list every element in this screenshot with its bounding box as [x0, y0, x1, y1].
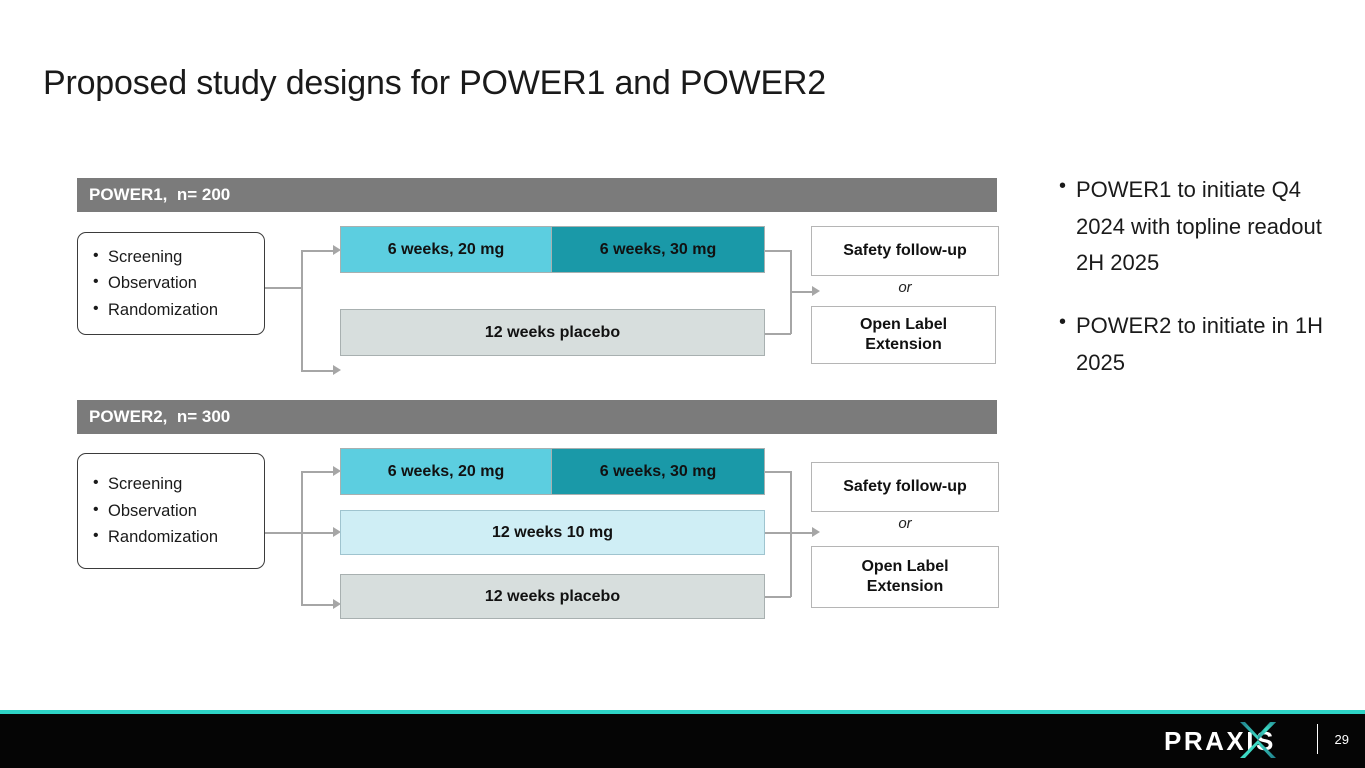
treatment-bar-split-power1: 6 weeks, 20 mg 6 weeks, 30 mg [340, 226, 765, 273]
note-item: POWER1 to initiate Q4 2024 with topline … [1052, 170, 1352, 282]
study-banner-label: POWER2, n= 300 [89, 407, 231, 426]
treatment-segment-30mg: 6 weeks, 30 mg [552, 448, 765, 495]
connector-arrow-bottom [333, 599, 341, 609]
footer-accent-line [0, 710, 1365, 714]
footer-divider [1316, 724, 1318, 754]
screening-box-power1: Screening Observation Randomization [77, 232, 265, 335]
study-banner-label: POWER1, n= 200 [89, 185, 231, 204]
connector-branch-top [301, 250, 335, 252]
connector-merge-stem [790, 291, 814, 293]
connector-merge-bottom [765, 333, 791, 335]
treatment-segment-20mg: 6 weeks, 20 mg [340, 448, 552, 495]
outcome-open-label-extension-power2: Open Label Extension [811, 546, 999, 608]
list-item: Observation [93, 497, 218, 525]
connector-stem [265, 532, 301, 534]
outcome-safety-followup-power1: Safety follow-up [811, 226, 999, 276]
outcome-line-2: Extension [866, 578, 944, 595]
brand-x-icon [1240, 722, 1276, 758]
screening-box-power2: Screening Observation Randomization [77, 453, 265, 569]
treatment-segment-30mg: 6 weeks, 30 mg [552, 226, 765, 273]
page-number: 29 [1334, 732, 1349, 747]
outcome-open-label-extension-power1: Open Label Extension [811, 306, 996, 364]
footer-bar [0, 714, 1365, 768]
connector-merge-top [765, 250, 791, 252]
connector-arrow-middle [333, 527, 341, 537]
connector-arrow-outcome [812, 286, 820, 296]
list-item: Screening [93, 470, 218, 498]
note-item: POWER2 to initiate in 1H 2025 [1052, 306, 1352, 381]
outcome-line-2: Extension [865, 336, 942, 353]
connector-split [301, 471, 303, 604]
list-item: Randomization [93, 296, 218, 324]
connector-merge-vertical [790, 471, 792, 597]
outcome-or-label: or [898, 515, 912, 532]
praxis-logo: PRAXIS [1164, 722, 1299, 758]
outcome-line-1: Open Label [861, 557, 949, 575]
treatment-bar-placebo-power2: 12 weeks placebo [340, 574, 765, 619]
outcome-safety-followup-power2: Safety follow-up [811, 462, 999, 512]
connector-merge-middle [765, 532, 791, 534]
treatment-segment-20mg: 6 weeks, 20 mg [340, 226, 552, 273]
connector-split [301, 250, 303, 370]
connector-arrow-outcome [812, 527, 820, 537]
treatment-bar-placebo-power1: 12 weeks placebo [340, 309, 765, 356]
outcome-or-label: or [898, 279, 912, 296]
connector-branch-bottom [301, 370, 335, 372]
list-item: Observation [93, 269, 218, 297]
connector-branch-middle [301, 532, 335, 534]
study-banner-power2: POWER2, n= 300 [77, 400, 997, 434]
connector-merge-bottom [765, 596, 791, 598]
outcome-line-1: Open Label [859, 315, 948, 333]
study-banner-power1: POWER1, n= 200 [77, 178, 997, 212]
connector-arrow-bottom [333, 365, 341, 375]
connector-branch-bottom [301, 604, 335, 606]
connector-merge-top [765, 471, 791, 473]
connector-merge-stem [790, 532, 814, 534]
brand-wordmark: PRAXIS [1164, 726, 1276, 756]
list-item: Screening [93, 242, 218, 270]
page-title: Proposed study designs for POWER1 and PO… [43, 64, 826, 102]
list-item: Randomization [93, 523, 218, 551]
connector-branch-top [301, 471, 335, 473]
connector-arrow-top [333, 245, 341, 255]
connector-stem [265, 287, 301, 289]
treatment-bar-10mg-power2: 12 weeks 10 mg [340, 510, 765, 555]
connector-arrow-top [333, 466, 341, 476]
notes-panel: POWER1 to initiate Q4 2024 with topline … [1052, 170, 1352, 408]
treatment-bar-split-power2: 6 weeks, 20 mg 6 weeks, 30 mg [340, 448, 765, 495]
